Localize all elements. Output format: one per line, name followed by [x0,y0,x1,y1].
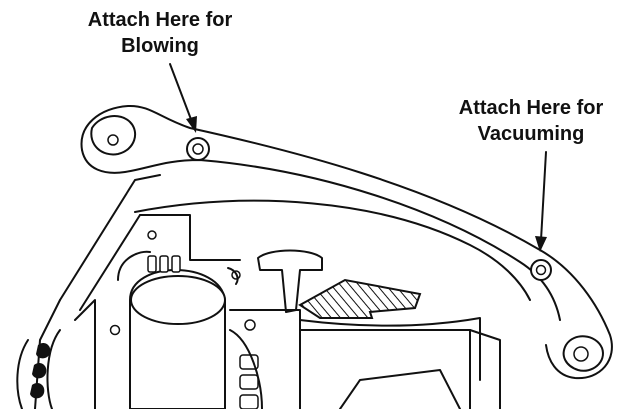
hatched-grip [298,278,422,319]
vacuuming-port [530,259,552,281]
handle-right-hole [573,346,589,362]
handle-frame [80,104,613,380]
callout-vacuuming-line1: Attach Here for [459,97,604,119]
handle-left-hole [107,134,119,146]
arrow-to-vacuuming-port [535,151,547,252]
callout-blowing: Attach Here for Blowing [88,9,233,57]
callout-blowing-line2: Blowing [121,35,199,57]
callout-vacuuming: Attach Here for Vacuuming [459,97,604,145]
blower-housing [16,174,531,409]
callout-blowing-line1: Attach Here for [88,9,233,31]
blowing-port [186,137,210,161]
callout-vacuuming-line2: Vacuuming [478,123,585,145]
